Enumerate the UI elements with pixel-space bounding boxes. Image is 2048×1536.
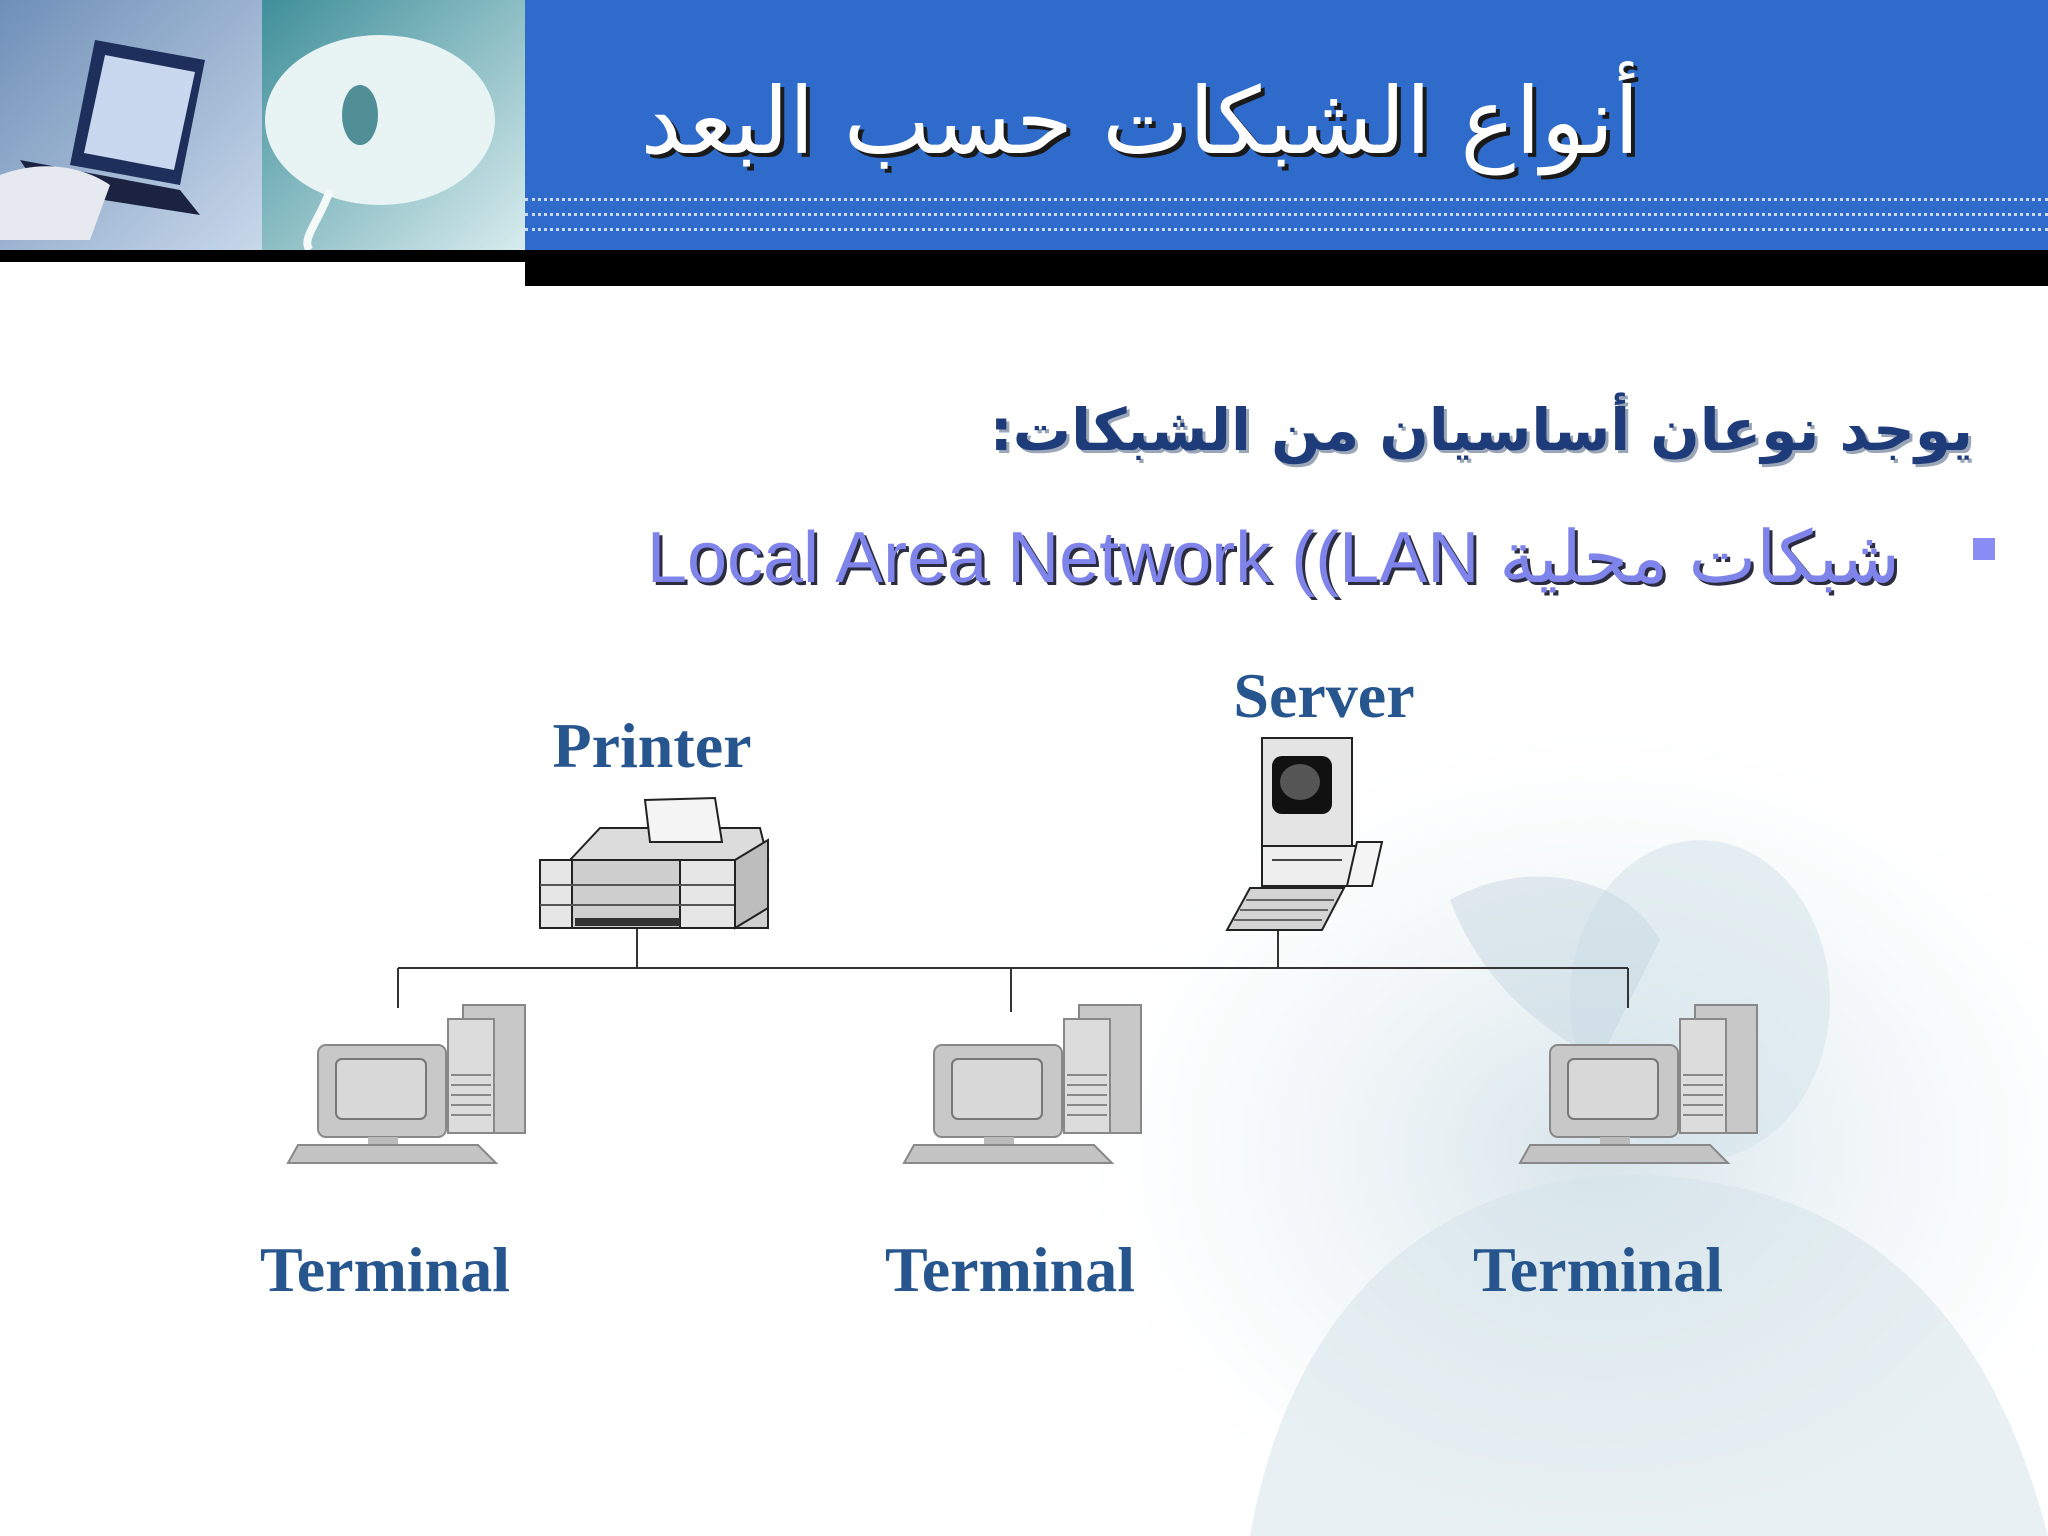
- header-underline: [525, 250, 2048, 286]
- intro-text: يوجد نوعان أساسيان من الشبكات:: [989, 396, 1973, 464]
- server-icon: [1225, 737, 1384, 931]
- terminal-label: Terminal: [884, 1234, 1136, 1305]
- header-photo: [0, 0, 525, 250]
- header-dotted-line: [525, 198, 2048, 201]
- header-dotted-line: [525, 213, 2048, 216]
- header-bar: [525, 0, 2048, 250]
- bullet-text: شبكات محلية Local Area Network ((LAN: [646, 518, 1900, 598]
- bullet-square-icon: [1973, 538, 1995, 560]
- terminal-icon: [286, 1004, 526, 1164]
- terminal-icon: [902, 1004, 1142, 1164]
- terminal-label: Terminal: [1472, 1234, 1724, 1305]
- terminal-icon: [1518, 1004, 1758, 1164]
- header-dotted-line: [525, 228, 2048, 231]
- terminal-label: Terminal: [259, 1234, 511, 1305]
- server-label: Server: [1233, 660, 1415, 731]
- printer-icon: [539, 796, 770, 930]
- printer-label: Printer: [552, 710, 752, 781]
- slide-title: أنواع الشبكات حسب البعد: [640, 68, 1640, 175]
- header-photo-underline: [0, 250, 525, 262]
